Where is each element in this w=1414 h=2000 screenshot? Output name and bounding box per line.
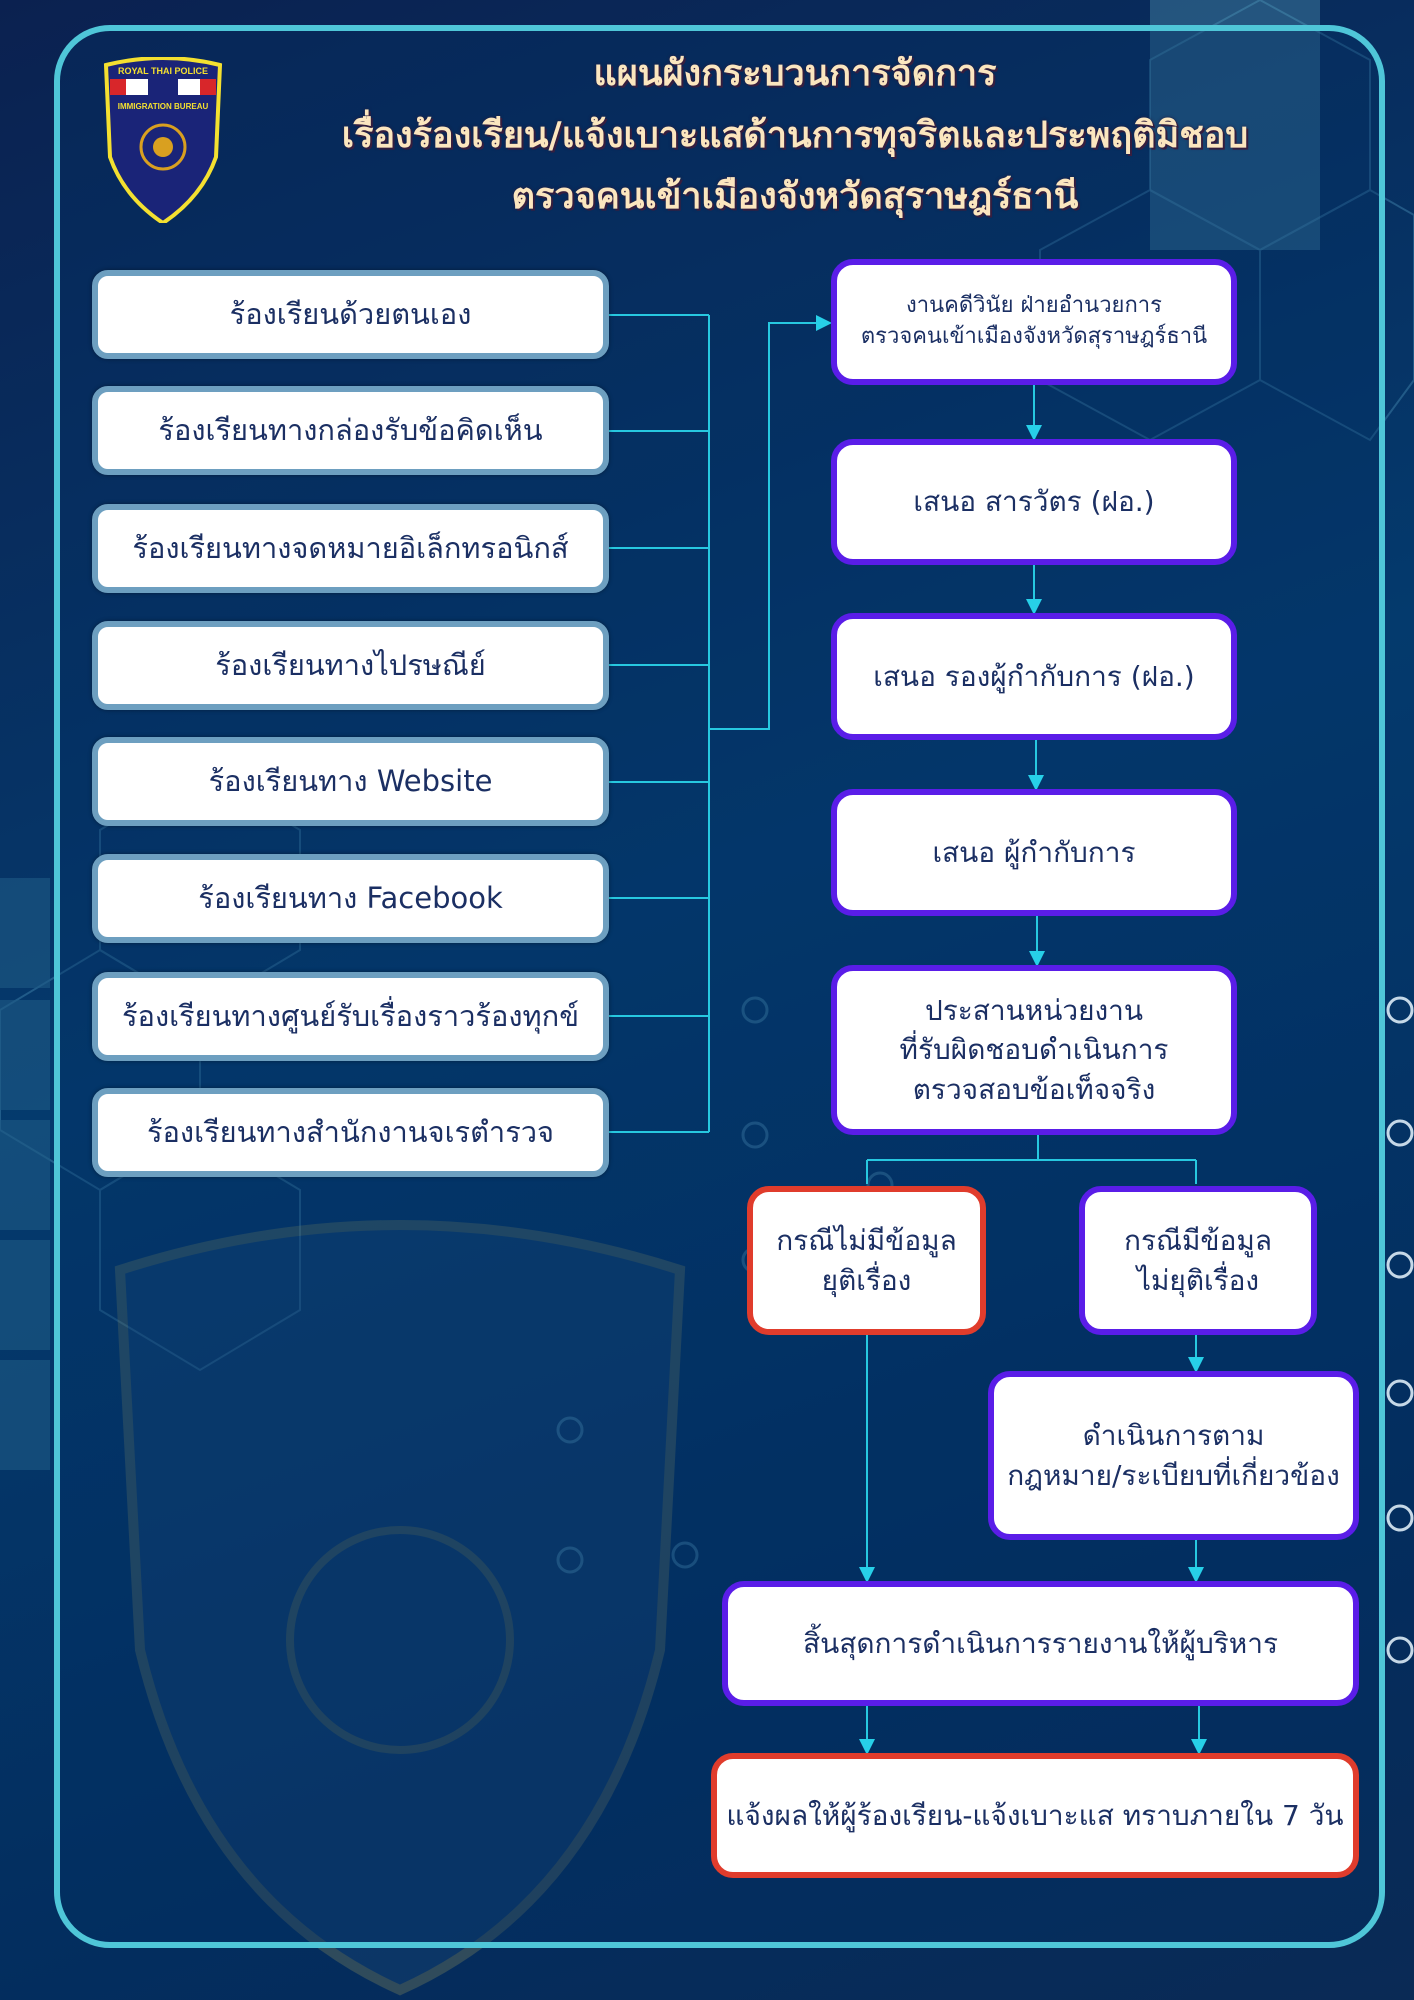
royal-thai-police-logo: ROYAL THAI POLICE IMMIGRATION BUREAU [103,57,223,223]
watermark-badge-icon [114,1220,686,1996]
title-line-3: ตรวจคนเข้าเมืองจังหวัดสุราษฎร์ธานี [511,176,1079,217]
channel-email: ร้องเรียนทางจดหมายอิเล็กทรอนิกส์ [92,504,609,593]
step-end-report: สิ้นสุดการดำเนินการรายงานให้ผู้บริหาร [722,1581,1359,1706]
step-discipline-unit: งานคดีวินัย ฝ่ายอำนวยการ ตรวจคนเข้าเมือง… [831,259,1237,385]
channel-police-inspector: ร้องเรียนทางสำนักงานจเรตำรวจ [92,1088,609,1177]
title-line-2: เรื่องร้องเรียน/แจ้งเบาะแสด้านการทุจริตแ… [341,115,1249,156]
channel-in-person: ร้องเรียนด้วยตนเอง [92,270,609,359]
step-discipline-line-2: ตรวจคนเข้าเมืองจังหวัดสุราษฎร์ธานี [860,324,1208,349]
step-inspector: เสนอ สารวัตร (ฝอ.) [831,439,1237,565]
case-no-info: กรณีไม่มีข้อมูล ยุติเรื่อง [747,1186,986,1335]
case-has-info: กรณีมีข้อมูล ไม่ยุติเรื่อง [1079,1186,1317,1335]
title-line-1: แผนผังกระบวนการจัดการ [593,53,997,94]
case-has-info-line-2: ไม่ยุติเรื่อง [1136,1263,1260,1297]
step-coordinate: ประสานหน่วยงาน ที่รับผิดชอบดำเนินการ ตรว… [831,965,1237,1135]
svg-text:ROYAL THAI POLICE: ROYAL THAI POLICE [118,66,208,76]
channel-complaint-center: ร้องเรียนทางศูนย์รับเรื่องราวร้องทุกข์ [92,972,609,1061]
step-coordinate-line-3: ตรวจสอบข้อเท็จจริง [912,1072,1156,1106]
channel-facebook: ร้องเรียนทาง Facebook [92,854,609,943]
case-no-info-line-2: ยุติเรื่อง [821,1263,912,1297]
step-deputy-superintendent: เสนอ รองผู้กำกับการ (ฝอ.) [831,613,1237,740]
step-coordinate-line-2: ที่รับผิดชอบดำเนินการ [899,1033,1169,1067]
case-no-info-line-1: กรณีไม่มีข้อมูล [776,1224,957,1258]
step-superintendent: เสนอ ผู้กำกับการ [831,789,1237,916]
step-notify-complainant: แจ้งผลให้ผู้ร้องเรียน-แจ้งเบาะแส ทราบภาย… [711,1753,1359,1878]
channel-post: ร้องเรียนทางไปรษณีย์ [92,621,609,710]
case-has-info-line-1: กรณีมีข้อมูล [1124,1224,1272,1258]
step-legal-action-line-1: ดำเนินการตาม [1082,1419,1265,1453]
svg-text:IMMIGRATION BUREAU: IMMIGRATION BUREAU [118,102,209,111]
channel-website: ร้องเรียนทาง Website [92,737,609,826]
step-legal-action-line-2: กฎหมาย/ระเบียบที่เกี่ยวข้อง [1007,1458,1340,1492]
channel-suggestion-box: ร้องเรียนทางกล่องรับข้อคิดเห็น [92,386,609,475]
step-legal-action: ดำเนินการตาม กฎหมาย/ระเบียบที่เกี่ยวข้อง [988,1371,1359,1540]
step-coordinate-line-1: ประสานหน่วยงาน [924,994,1144,1028]
step-discipline-line-1: งานคดีวินัย ฝ่ายอำนวยการ [906,293,1162,319]
